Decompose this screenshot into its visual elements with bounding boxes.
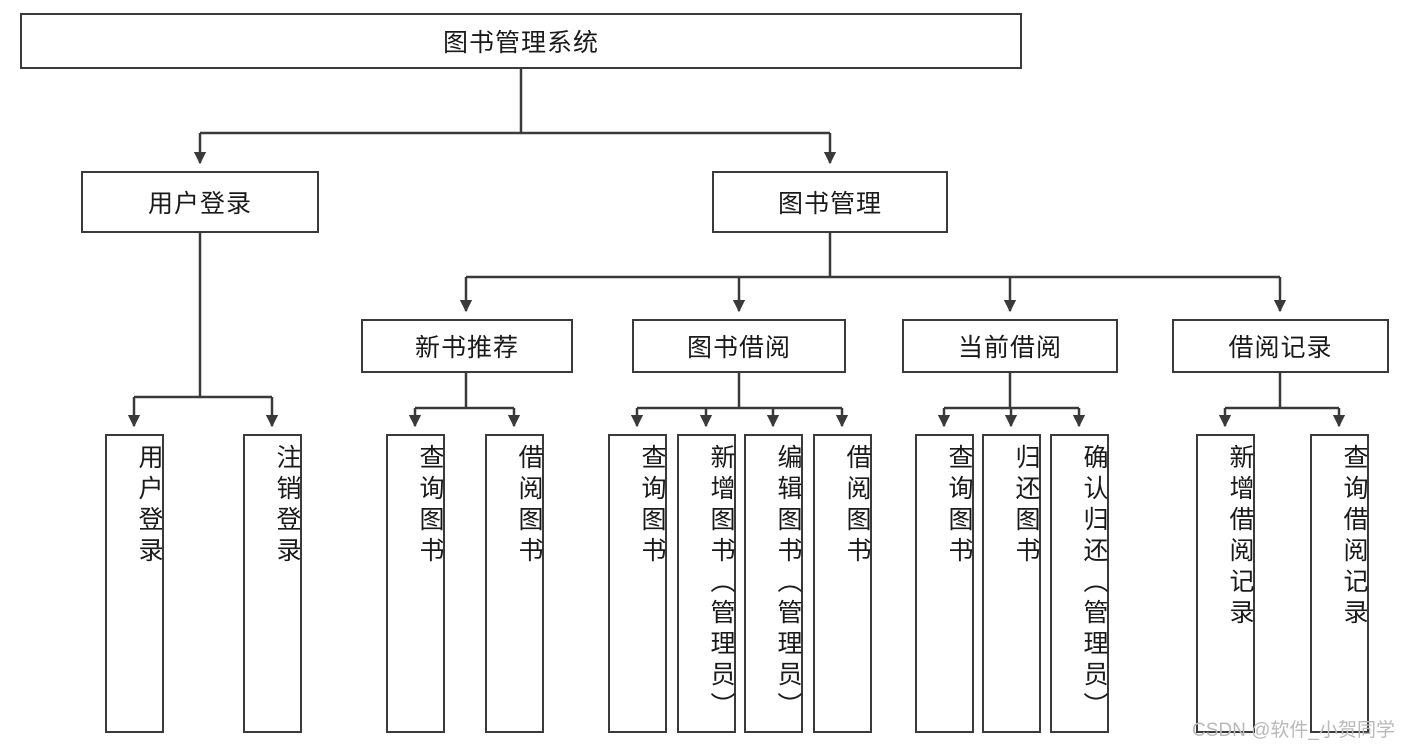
node-leaf-query-book-rec[interactable]: 查询图书 [386,434,445,733]
node-leaf-query-book-br-label: 查询图书 [638,444,666,568]
node-leaf-borrow-book-br[interactable]: 借阅图书 [813,434,872,733]
node-borrow-record[interactable]: 借阅记录 [1172,319,1389,373]
node-leaf-borrow-book-br-label: 借阅图书 [843,444,871,568]
node-leaf-query-book-br[interactable]: 查询图书 [608,434,667,733]
node-book-manage-label: 图书管理 [777,190,882,218]
node-leaf-user-login-label: 用户登录 [135,444,163,568]
node-book-borrow-label: 图书借阅 [686,334,791,362]
node-leaf-add-record-label: 新增借阅记录 [1226,444,1254,630]
node-new-book-recommend[interactable]: 新书推荐 [361,319,573,373]
node-borrow-record-label: 借阅记录 [1228,334,1333,362]
node-leaf-borrow-book-rec[interactable]: 借阅图书 [485,434,544,733]
node-root-label: 图书管理系统 [442,29,599,57]
node-leaf-add-record[interactable]: 新增借阅记录 [1196,434,1255,733]
node-leaf-query-book-cb[interactable]: 查询图书 [915,434,974,733]
node-leaf-add-book[interactable]: 新增图书（管理员） [677,434,736,733]
node-leaf-query-record-label: 查询借阅记录 [1340,444,1368,630]
node-leaf-query-record[interactable]: 查询借阅记录 [1310,434,1369,733]
node-root[interactable]: 图书管理系统 [20,13,1022,69]
node-book-manage[interactable]: 图书管理 [712,171,948,233]
node-book-borrow[interactable]: 图书借阅 [632,319,846,373]
node-leaf-query-book-cb-label: 查询图书 [945,444,973,568]
node-user-login-label: 用户登录 [147,190,252,218]
node-leaf-borrow-book-rec-label: 借阅图书 [515,444,543,568]
node-user-login[interactable]: 用户登录 [81,171,319,233]
node-current-borrow[interactable]: 当前借阅 [902,319,1118,373]
node-leaf-edit-book[interactable]: 编辑图书（管理员） [744,434,803,733]
node-current-borrow-label: 当前借阅 [957,334,1062,362]
node-leaf-return-book-label: 归还图书 [1012,444,1040,568]
node-leaf-edit-book-label: 编辑图书（管理员） [774,444,802,723]
node-leaf-confirm-return-label: 确认归还（管理员） [1080,444,1108,723]
node-leaf-confirm-return[interactable]: 确认归还（管理员） [1050,434,1109,733]
node-leaf-user-logout-label: 注销登录 [273,444,301,568]
node-leaf-user-login[interactable]: 用户登录 [105,434,164,733]
csdn-watermark: CSDN @软件_小贺同学 [1192,720,1395,741]
node-leaf-query-book-rec-label: 查询图书 [416,444,444,568]
node-new-book-recommend-label: 新书推荐 [414,334,519,362]
node-leaf-user-logout[interactable]: 注销登录 [243,434,302,733]
node-leaf-return-book[interactable]: 归还图书 [982,434,1041,733]
node-leaf-add-book-label: 新增图书（管理员） [707,444,735,723]
